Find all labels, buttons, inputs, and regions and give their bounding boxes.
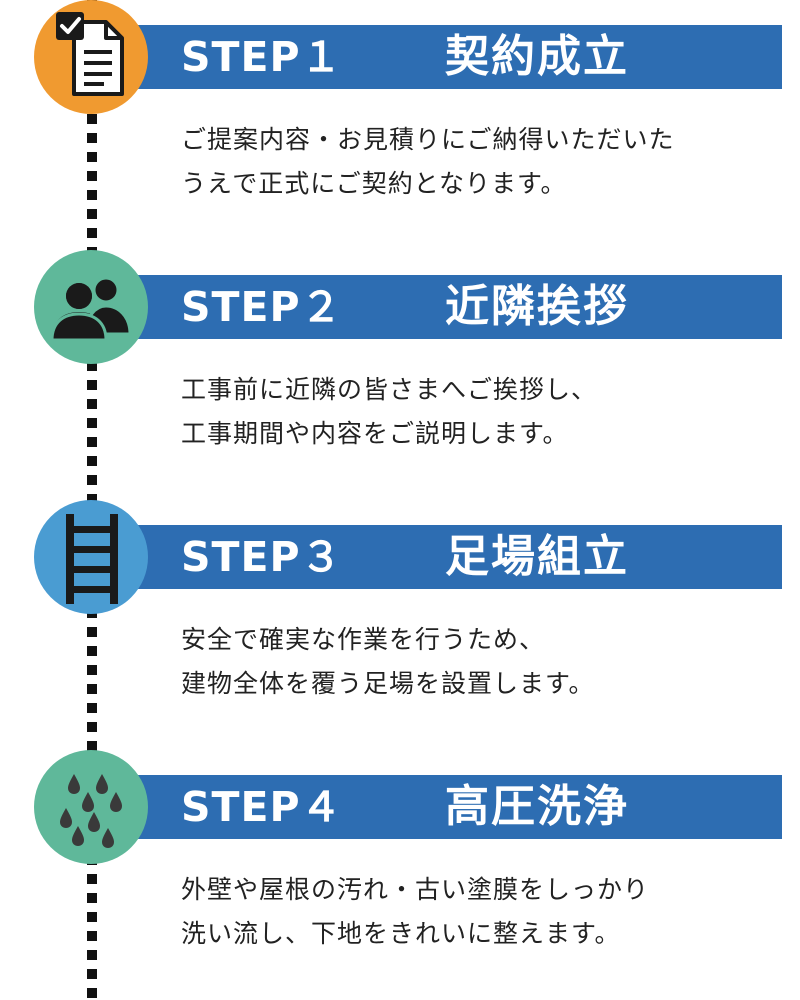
ladder-icon [66, 514, 118, 604]
people-icon [50, 276, 132, 342]
step-description: ご提案内容・お見積りにご納得いただいた うえで正式にご契約となります。 [181, 118, 781, 206]
step-header-bar [100, 775, 782, 839]
step-4: STEP４ 高圧洗浄 外壁や屋根の汚れ・古い塗膜をしっかり 洗い流し、下地をきれ… [0, 750, 800, 1000]
step-description: 外壁や屋根の汚れ・古い塗膜をしっかり 洗い流し、下地をきれいに整えます。 [181, 868, 781, 956]
document-check-icon [56, 12, 124, 96]
step-icon-circle [34, 750, 148, 864]
step-title: 近隣挨拶 [445, 281, 629, 332]
description-line: 外壁や屋根の汚れ・古い塗膜をしっかり [181, 875, 650, 904]
step-title: 足場組立 [445, 531, 629, 582]
step-3: STEP３ 足場組立 安全で確実な作業を行うため、 建物全体を覆う足場を設置しま… [0, 500, 800, 750]
step-title: 契約成立 [445, 31, 629, 82]
description-line: 工事前に近隣の皆さまへご挨拶し、 [181, 375, 598, 404]
step-description: 工事前に近隣の皆さまへご挨拶し、 工事期間や内容をご説明します。 [181, 368, 781, 456]
description-line: ご提案内容・お見積りにご納得いただいた [181, 125, 675, 154]
step-1: STEP１ 契約成立 ご提案内容・お見積りにご納得いただいた うえで正式にご契約… [0, 0, 800, 250]
step-number: STEP２ [181, 283, 343, 331]
step-header-bar [100, 25, 782, 89]
description-line: 洗い流し、下地をきれいに整えます。 [181, 919, 621, 948]
description-line: 工事期間や内容をご説明します。 [181, 419, 569, 448]
step-description: 安全で確実な作業を行うため、 建物全体を覆う足場を設置します。 [181, 618, 781, 706]
step-title: 高圧洗浄 [445, 781, 629, 832]
step-header-bar [100, 275, 782, 339]
description-line: 建物全体を覆う足場を設置します。 [181, 669, 595, 698]
step-icon-circle [34, 250, 148, 364]
step-number: STEP３ [181, 533, 343, 581]
step-2: STEP２ 近隣挨拶 工事前に近隣の皆さまへご挨拶し、 工事期間や内容をご説明し… [0, 250, 800, 500]
description-line: うえで正式にご契約となります。 [181, 169, 567, 198]
step-number: STEP１ [181, 33, 343, 81]
step-icon-circle [34, 500, 148, 614]
step-header-bar [100, 525, 782, 589]
water-drops-icon [60, 774, 122, 848]
step-icon-circle [34, 0, 148, 114]
step-number: STEP４ [181, 783, 343, 831]
description-line: 安全で確実な作業を行うため、 [181, 625, 546, 654]
